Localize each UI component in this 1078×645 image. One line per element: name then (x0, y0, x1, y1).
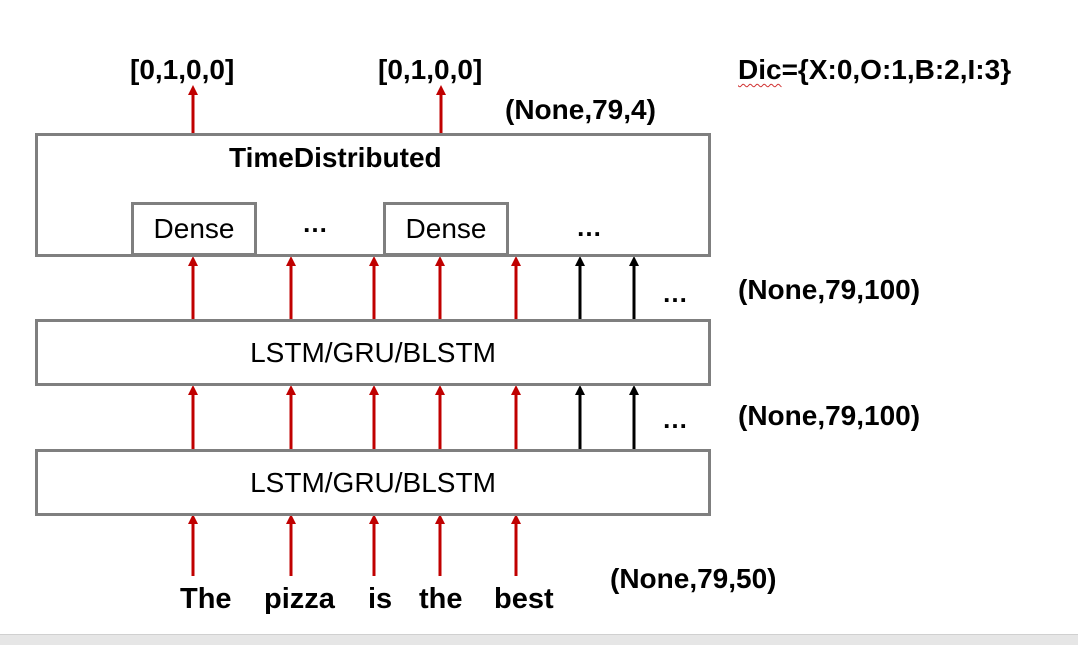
output-vector-left: [0,1,0,0] (130, 54, 235, 85)
input-word: is (368, 583, 393, 615)
input-word: The (180, 583, 232, 615)
window-bottom-bar (0, 634, 1078, 645)
output-vector-right: [0,1,0,0] (378, 54, 483, 85)
time-distributed-box: TimeDistributed Dense … Dense … (35, 133, 711, 257)
dense-label-right: Dense (405, 213, 487, 244)
dictionary-prefix: Dic (738, 54, 782, 85)
dense-label-left: Dense (153, 213, 235, 244)
ellipsis-upper: … (662, 278, 688, 308)
input-word: best (494, 583, 554, 615)
recurrent-layer-upper-label: LSTM/GRU/BLSTM (250, 336, 496, 368)
shape-label-upper: (None,79,100) (738, 274, 921, 305)
dictionary-mapping: ={X:0,O:1,B:2,I:3} (781, 54, 1012, 85)
label-dictionary: Dic={X:0,O:1,B:2,I:3} (738, 54, 1011, 86)
input-word: pizza (264, 583, 335, 615)
time-distributed-title: TimeDistributed (229, 142, 442, 173)
ellipsis-after-dense: … (576, 212, 602, 242)
shape-label-top: (None,79,4) (505, 94, 656, 125)
shape-label-input: (None,79,50) (610, 563, 777, 594)
dense-box-right: Dense (383, 202, 509, 256)
ellipsis-between-dense: … (302, 208, 328, 238)
ellipsis-lower: … (662, 404, 688, 434)
recurrent-layer-lower: LSTM/GRU/BLSTM (35, 449, 711, 516)
dense-box-left: Dense (131, 202, 257, 256)
input-word: the (419, 583, 463, 615)
shape-label-lower: (None,79,100) (738, 400, 921, 431)
recurrent-layer-upper: LSTM/GRU/BLSTM (35, 319, 711, 386)
recurrent-layer-lower-label: LSTM/GRU/BLSTM (250, 466, 496, 498)
